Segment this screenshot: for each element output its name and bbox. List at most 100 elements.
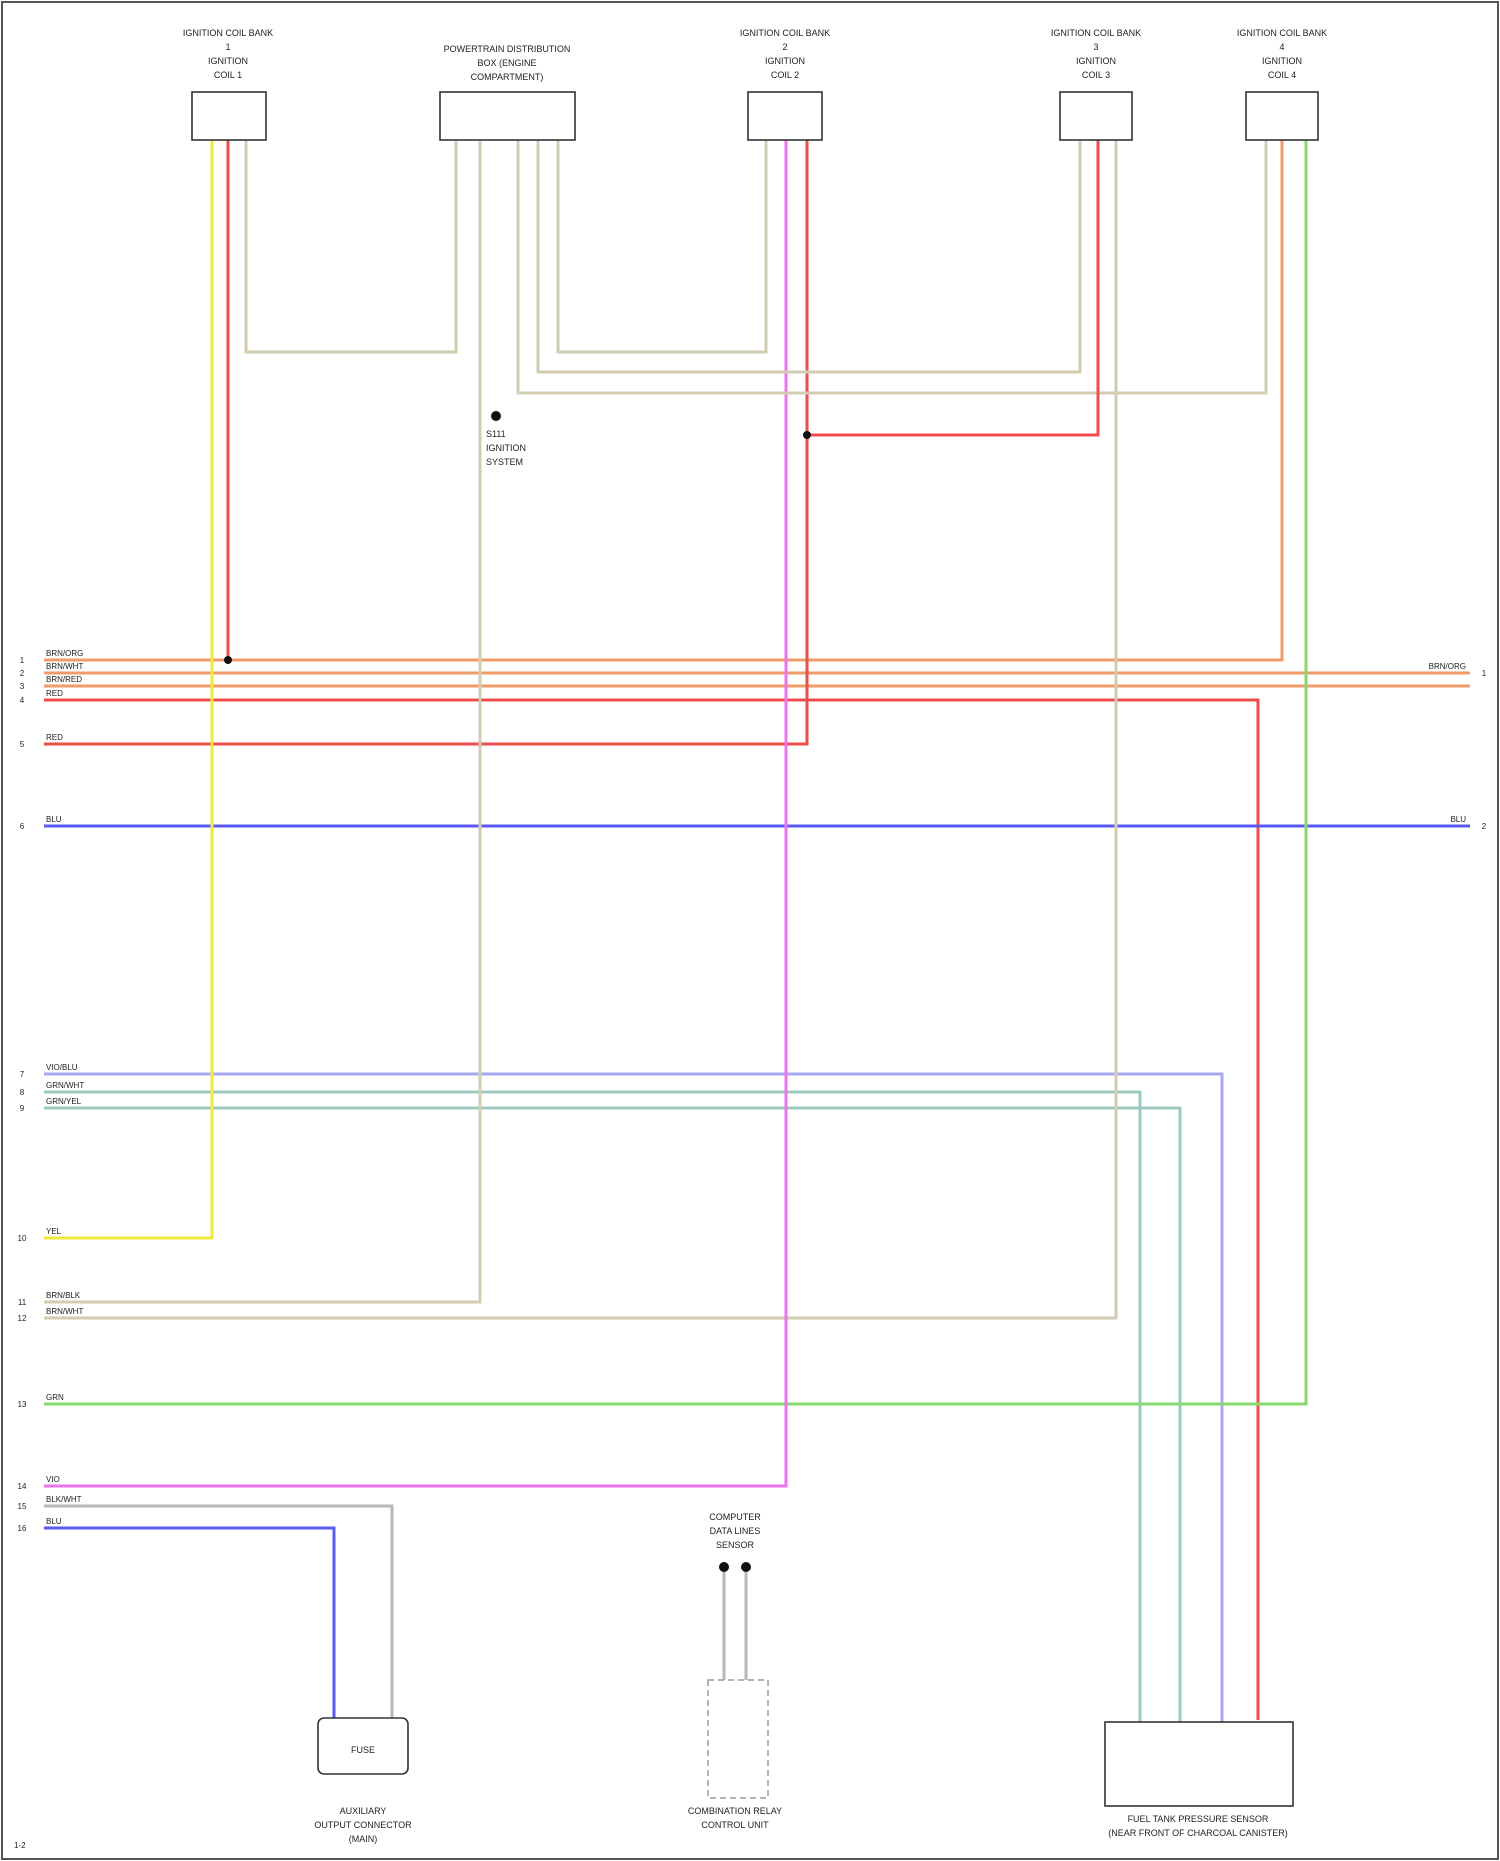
svg-text:1: 1 (225, 42, 230, 52)
left-pin-color: GRN/WHT (46, 1081, 84, 1090)
wire-pdb-coil3 (538, 140, 1080, 372)
combination-label: COMBINATION RELAY CONTROL UNIT (688, 1806, 782, 1830)
svg-text:IGNITION: IGNITION (765, 56, 805, 66)
svg-text:SYSTEM: SYSTEM (486, 457, 523, 467)
wire-coil3-red (807, 140, 1098, 435)
left-pin-number: 1 (20, 656, 25, 665)
left-pin-color: BRN/ORG (46, 649, 83, 658)
svg-text:OUTPUT CONNECTOR: OUTPUT CONNECTOR (314, 1820, 412, 1830)
right-pin-color: BLU (1450, 815, 1466, 824)
left-pin-color: BRN/WHT (46, 662, 83, 671)
page-reference: 1-2 (14, 1841, 26, 1850)
pdb-label: POWERTRAIN DISTRIBUTION BOX (ENGINE COMP… (444, 44, 571, 82)
left-pin-color: BLK/WHT (46, 1495, 82, 1504)
fuel-tank-pressure-sensor (1105, 1722, 1293, 1806)
left-pin-color: VIO (46, 1475, 60, 1484)
svg-text:4: 4 (1279, 42, 1284, 52)
wire-coil1-tan (246, 140, 456, 352)
svg-text:(MAIN): (MAIN) (349, 1834, 378, 1844)
svg-text:COMPUTER: COMPUTER (709, 1512, 761, 1522)
svg-text:COIL 3: COIL 3 (1082, 70, 1110, 80)
combination-relay-control-unit (708, 1680, 768, 1798)
top-components (192, 92, 1318, 140)
svg-text:2: 2 (782, 42, 787, 52)
wire-pin14-vio (44, 140, 786, 1486)
svg-text:BOX (ENGINE: BOX (ENGINE (477, 58, 536, 68)
svg-text:IGNITION: IGNITION (1076, 56, 1116, 66)
bottom-components: FUSE AUXILIARY OUTPUT CONNECTOR (MAIN) C… (314, 1512, 1293, 1844)
left-pin-number: 15 (18, 1502, 27, 1511)
svg-text:COMBINATION RELAY: COMBINATION RELAY (688, 1806, 782, 1816)
coil-1-label: IGNITION COIL BANK 1 IGNITION COIL 1 (183, 28, 273, 80)
left-pin-number: 7 (20, 1070, 25, 1079)
wire-pin12-brn-wht (44, 140, 1116, 1318)
middle-sensor-label: COMPUTER DATA LINES SENSOR (709, 1512, 761, 1550)
svg-text:DATA LINES: DATA LINES (710, 1526, 761, 1536)
left-pin-number: 10 (18, 1234, 27, 1243)
left-pin-number: 12 (18, 1314, 27, 1323)
wire-pdb-coil2 (558, 140, 766, 352)
left-pin-color: BLU (46, 1517, 62, 1526)
left-pin-number: 11 (18, 1298, 27, 1307)
left-pin-number: 16 (18, 1524, 27, 1533)
wire-pin8-grn-wht (44, 1092, 1140, 1722)
svg-text:S111: S111 (486, 429, 506, 439)
top-labels: IGNITION COIL BANK 1 IGNITION COIL 1 POW… (183, 28, 1327, 82)
splices: S111 IGNITION SYSTEM (224, 411, 811, 664)
splice-red (803, 431, 811, 439)
left-pin-color: BRN/BLK (46, 1291, 81, 1300)
svg-text:FUEL TANK PRESSURE SENSOR: FUEL TANK PRESSURE SENSOR (1128, 1814, 1269, 1824)
svg-text:IGNITION COIL BANK: IGNITION COIL BANK (183, 28, 273, 38)
fuse-label: FUSE (351, 1745, 375, 1755)
svg-text:SENSOR: SENSOR (716, 1540, 755, 1550)
svg-text:3: 3 (1093, 42, 1098, 52)
wire-pin4-red (44, 700, 1258, 1720)
powertrain-distribution-box (440, 92, 575, 140)
svg-text:AUXILIARY: AUXILIARY (340, 1806, 387, 1816)
svg-text:CONTROL UNIT: CONTROL UNIT (701, 1820, 769, 1830)
coil-3-label: IGNITION COIL BANK 3 IGNITION COIL 3 (1051, 28, 1141, 80)
left-pin-color: GRN/YEL (46, 1097, 82, 1106)
left-pin-number: 6 (20, 822, 25, 831)
svg-text:IGNITION: IGNITION (208, 56, 248, 66)
svg-text:COIL 2: COIL 2 (771, 70, 799, 80)
svg-text:COMPARTMENT): COMPARTMENT) (471, 72, 544, 82)
left-pin-number: 3 (20, 682, 25, 691)
middle-splice-b (741, 1562, 751, 1572)
left-pin-color: RED (46, 689, 63, 698)
left-pin-color: YEL (46, 1227, 62, 1236)
ignition-coil-1 (192, 92, 266, 140)
left-pin-color: BLU (46, 815, 62, 824)
wires (44, 140, 1470, 1722)
ignition-coil-4 (1246, 92, 1318, 140)
ignition-coil-3 (1060, 92, 1132, 140)
wire-pin5-red (44, 140, 807, 744)
left-pin-number: 14 (18, 1482, 27, 1491)
svg-text:POWERTRAIN DISTRIBUTION: POWERTRAIN DISTRIBUTION (444, 44, 571, 54)
right-pin-number: 1 (1482, 669, 1487, 678)
middle-splice-a (719, 1562, 729, 1572)
wire-pin15-blk-wht (44, 1506, 392, 1718)
svg-text:IGNITION COIL BANK: IGNITION COIL BANK (740, 28, 830, 38)
left-pin-color: RED (46, 733, 63, 742)
right-pin-color: BRN/ORG (1429, 662, 1466, 671)
wire-pin7-vio-blu (44, 1074, 1222, 1722)
left-pin-number: 5 (20, 740, 25, 749)
coil-4-label: IGNITION COIL BANK 4 IGNITION COIL 4 (1237, 28, 1327, 80)
right-pin-number: 2 (1482, 822, 1487, 831)
svg-text:IGNITION COIL BANK: IGNITION COIL BANK (1237, 28, 1327, 38)
svg-text:IGNITION: IGNITION (1262, 56, 1302, 66)
left-pin-color: VIO/BLU (46, 1063, 78, 1072)
left-pin-number: 8 (20, 1088, 25, 1097)
left-pin-color: BRN/RED (46, 675, 82, 684)
left-pin-color: BRN/WHT (46, 1307, 83, 1316)
wire-pin16-blu (44, 1528, 334, 1718)
auxiliary-label: AUXILIARY OUTPUT CONNECTOR (MAIN) (314, 1806, 412, 1844)
coil-2-label: IGNITION COIL BANK 2 IGNITION COIL 2 (740, 28, 830, 80)
fuel-label: FUEL TANK PRESSURE SENSOR (NEAR FRONT OF… (1108, 1814, 1288, 1838)
svg-text:IGNITION COIL BANK: IGNITION COIL BANK (1051, 28, 1141, 38)
left-pin-color: GRN (46, 1393, 64, 1402)
left-pin-number: 9 (20, 1104, 25, 1113)
